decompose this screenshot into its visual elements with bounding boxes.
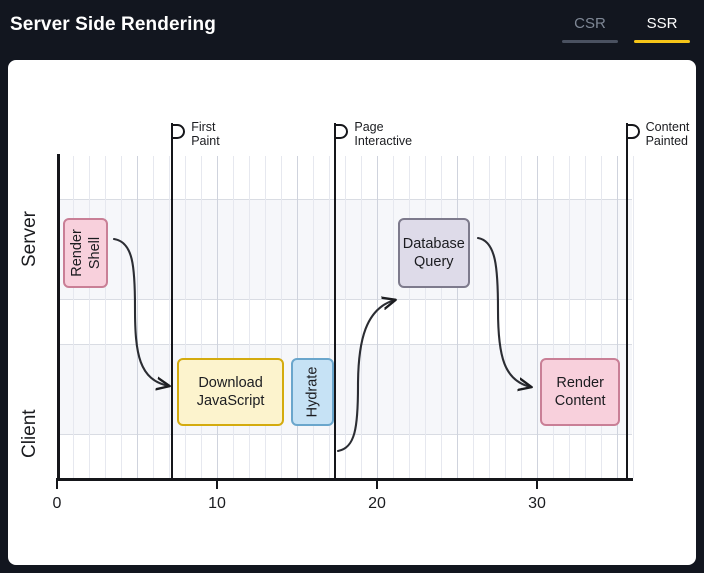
gridline-30 bbox=[537, 156, 538, 478]
gridline-5 bbox=[137, 156, 138, 478]
gridline-10 bbox=[217, 156, 218, 478]
milestone-pole bbox=[171, 123, 174, 479]
gridline-36 bbox=[633, 156, 634, 478]
gridline-23 bbox=[425, 156, 426, 478]
flag-icon bbox=[626, 124, 640, 139]
gridline-32 bbox=[569, 156, 570, 478]
gridline-33 bbox=[585, 156, 586, 478]
band-top-white bbox=[57, 156, 632, 200]
gridline-18 bbox=[345, 156, 346, 478]
gridline-4 bbox=[121, 156, 122, 478]
y-axis bbox=[57, 154, 60, 480]
gridline-12 bbox=[249, 156, 250, 478]
task-block-label: Render Content bbox=[554, 375, 606, 409]
x-tick-label-10: 10 bbox=[208, 495, 226, 512]
gridline-15 bbox=[297, 156, 298, 478]
lane-label-server: Server bbox=[19, 211, 40, 267]
gridline-11 bbox=[233, 156, 234, 478]
tab-csr[interactable]: CSR bbox=[558, 15, 622, 43]
x-tick-0 bbox=[56, 481, 58, 489]
gridline-34 bbox=[601, 156, 602, 478]
task-block-database-query[interactable]: Database Query bbox=[397, 218, 470, 288]
gridline-7 bbox=[169, 156, 170, 478]
page-title: Server Side Rendering bbox=[10, 14, 216, 35]
gridline-29 bbox=[521, 156, 522, 478]
tab-ssr-label: SSR bbox=[646, 15, 678, 32]
task-block-download-javascript[interactable]: Download JavaScript bbox=[177, 358, 285, 426]
milestone-label: First Paint bbox=[191, 120, 220, 148]
x-tick-20 bbox=[376, 481, 378, 489]
flag-icon bbox=[335, 124, 349, 139]
gridline-14 bbox=[281, 156, 282, 478]
x-axis bbox=[56, 478, 633, 481]
gridline-26 bbox=[473, 156, 474, 478]
milestone-pole bbox=[334, 123, 337, 479]
gridline-31 bbox=[553, 156, 554, 478]
flag-icon bbox=[172, 124, 186, 139]
gridline-16 bbox=[313, 156, 314, 478]
gridline-1 bbox=[73, 156, 74, 478]
x-tick-10 bbox=[216, 481, 218, 489]
x-tick-label-0: 0 bbox=[52, 495, 62, 512]
render-mode-tabs: CSR SSR bbox=[558, 15, 694, 43]
gridline-6 bbox=[153, 156, 154, 478]
task-block-label: Render Shell bbox=[68, 229, 103, 277]
gridline-35 bbox=[617, 156, 618, 478]
gridline-17 bbox=[329, 156, 330, 478]
task-block-label: Download JavaScript bbox=[196, 375, 265, 409]
task-block-label: Database Query bbox=[402, 236, 465, 270]
gridline-3 bbox=[105, 156, 106, 478]
task-block-hydrate[interactable]: Hydrate bbox=[290, 358, 334, 426]
x-tick-label-20: 20 bbox=[368, 495, 386, 512]
gridline-20 bbox=[377, 156, 378, 478]
tab-ssr[interactable]: SSR bbox=[630, 15, 694, 43]
milestone-label: Content Painted bbox=[645, 120, 690, 148]
x-tick-label-30: 30 bbox=[528, 495, 546, 512]
gridline-9 bbox=[201, 156, 202, 478]
milestone-label: Page Interactive bbox=[354, 120, 413, 148]
gridline-13 bbox=[265, 156, 266, 478]
gridline-24 bbox=[441, 156, 442, 478]
gridline-8 bbox=[185, 156, 186, 478]
gridline-27 bbox=[489, 156, 490, 478]
milestone-pole bbox=[625, 123, 628, 479]
gridline-25 bbox=[457, 156, 458, 478]
gridline-28 bbox=[505, 156, 506, 478]
app-header: Server Side Rendering CSR SSR bbox=[0, 0, 704, 56]
lane-label-client: Client bbox=[19, 409, 40, 458]
tab-csr-label: CSR bbox=[574, 15, 606, 32]
gridline-19 bbox=[361, 156, 362, 478]
task-block-render-shell[interactable]: Render Shell bbox=[63, 218, 109, 288]
gridline-22 bbox=[409, 156, 410, 478]
task-block-label: Hydrate bbox=[304, 366, 321, 418]
gridline-2 bbox=[89, 156, 90, 478]
x-tick-30 bbox=[536, 481, 538, 489]
task-block-render-content[interactable]: Render Content bbox=[540, 358, 621, 426]
gridline-21 bbox=[393, 156, 394, 478]
